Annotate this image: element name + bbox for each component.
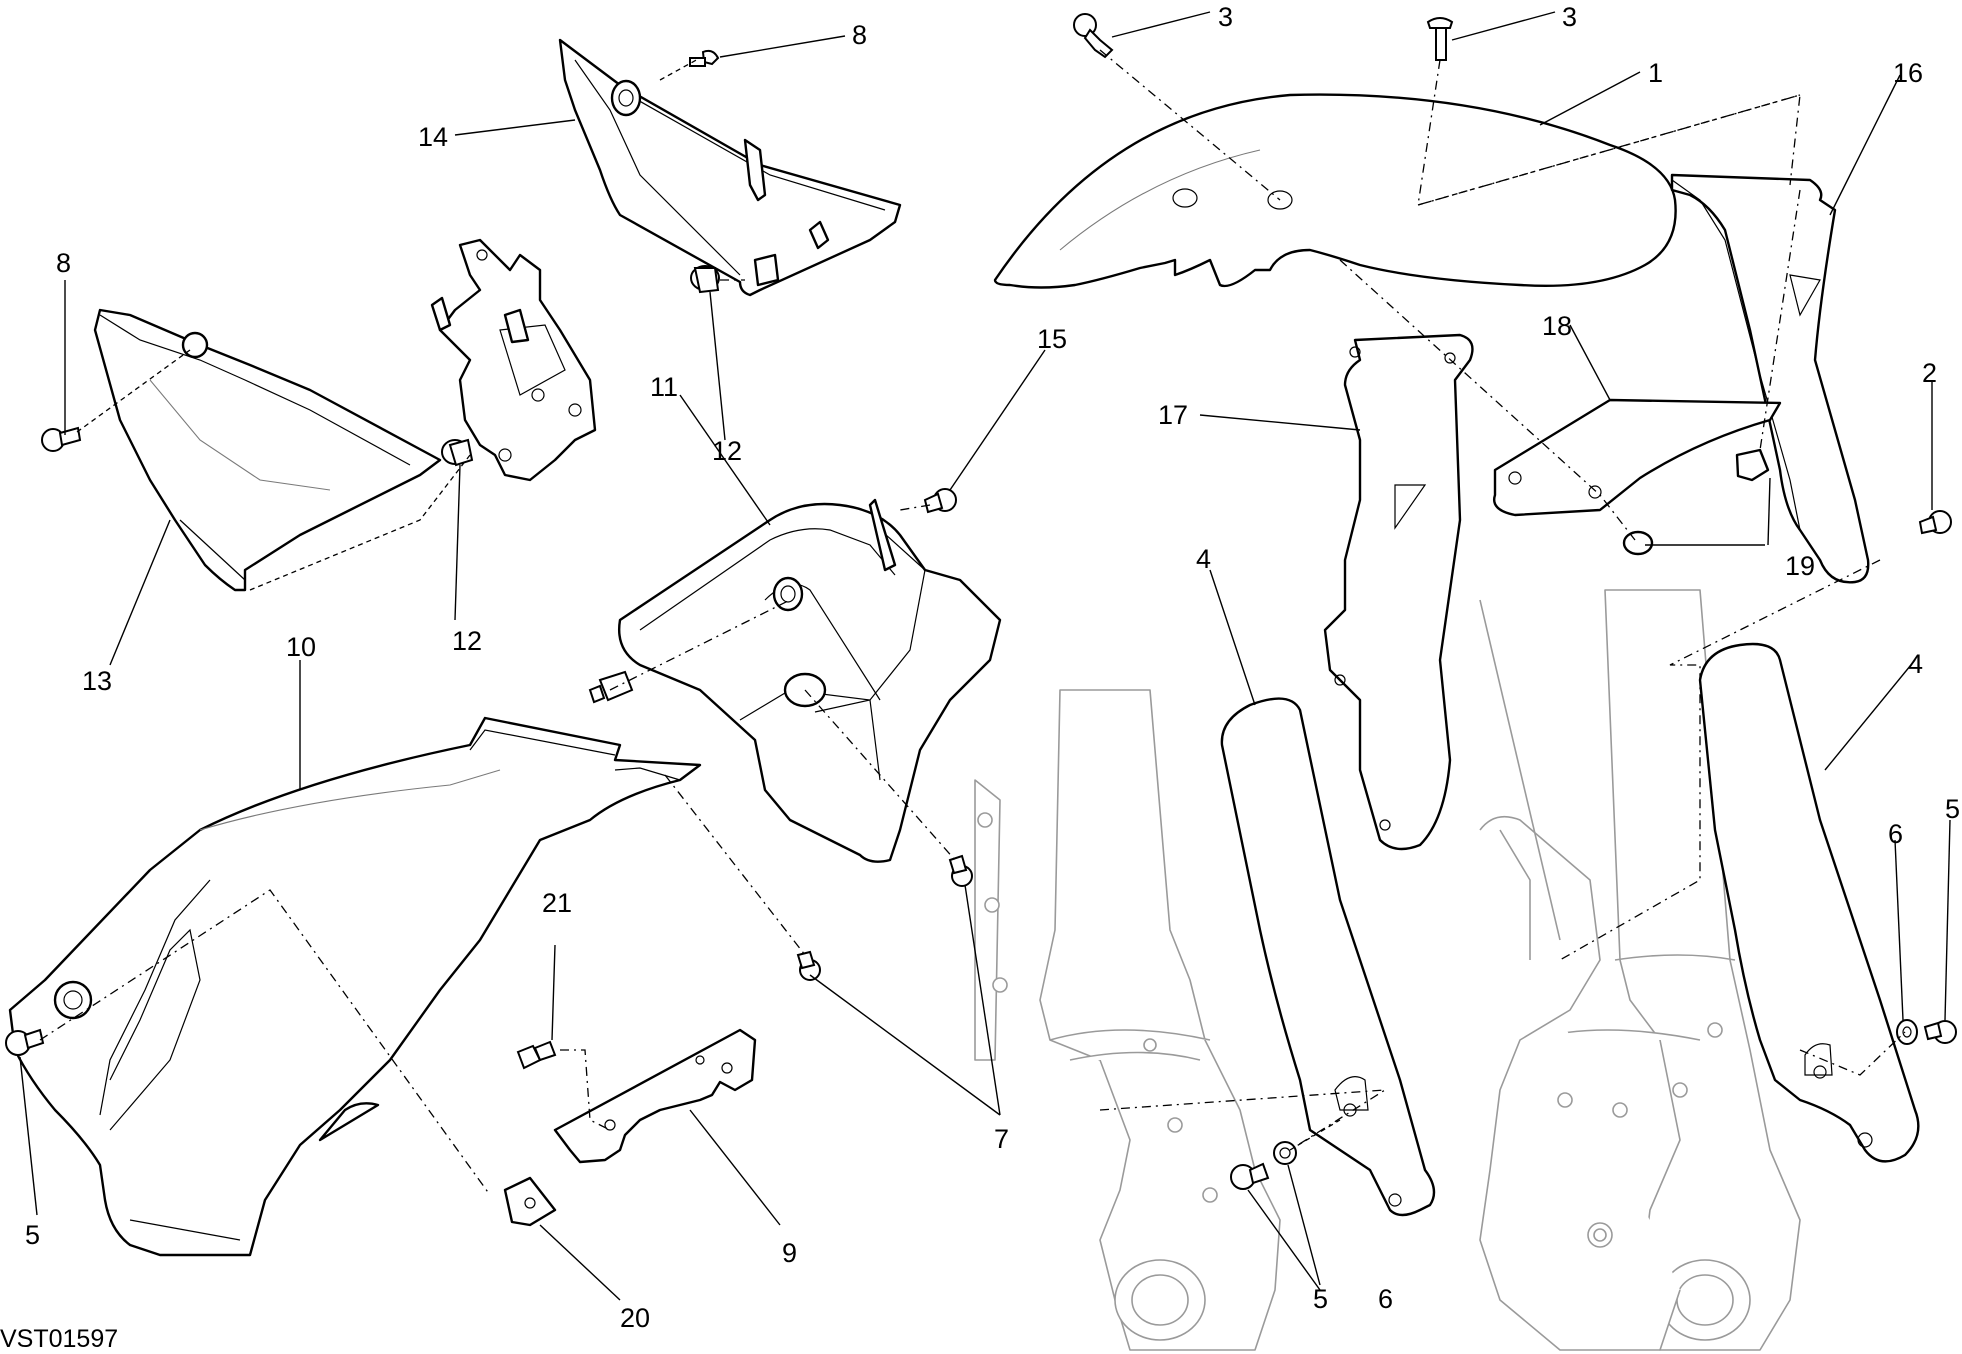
callout-3a: 3 [1218, 2, 1233, 32]
callout-7: 7 [994, 1124, 1009, 1154]
screw-8-left [41, 426, 82, 452]
callout-12a: 12 [712, 436, 742, 466]
callout-16: 16 [1893, 58, 1923, 88]
mudguard-bracket-right [1670, 173, 1870, 584]
callout-17: 17 [1158, 400, 1188, 430]
screw-21 [516, 1040, 557, 1070]
screw-3-left [1073, 13, 1114, 59]
callout-5c: 5 [1945, 794, 1960, 824]
side-fairing-panel [8, 716, 702, 1257]
screw-15 [923, 488, 957, 514]
mounting-bracket [430, 238, 597, 482]
callout-4b: 4 [1908, 649, 1923, 679]
callout-labels: 1 2 3 3 4 4 5 5 5 6 6 7 8 8 9 10 11 12 1… [25, 2, 1960, 1333]
callout-13: 13 [82, 666, 112, 696]
bushing-12-mid [441, 438, 474, 467]
screw-7-upper [948, 854, 973, 887]
callout-9: 9 [782, 1238, 797, 1268]
callout-20: 20 [620, 1303, 650, 1333]
callout-4a: 4 [1196, 544, 1211, 574]
fork-guard-left [1220, 697, 1436, 1217]
bushing-12-top [690, 265, 720, 294]
callout-2: 2 [1922, 358, 1937, 388]
mudguard-bracket-left [1323, 333, 1474, 851]
callout-21: 21 [542, 888, 572, 918]
screw-2 [1918, 510, 1952, 535]
callout-5a: 5 [25, 1220, 40, 1250]
fasteners [5, 13, 1957, 1190]
leader-lines [19, 11, 1951, 1301]
screw-3-right [1426, 17, 1454, 61]
callout-14: 14 [418, 122, 448, 152]
assembly-lines [39, 49, 1906, 1196]
fork-guard-right [1698, 642, 1920, 1163]
callout-12b: 12 [452, 626, 482, 656]
mudguard-mounting-plate [1493, 398, 1782, 517]
side-panel [93, 308, 442, 592]
callout-1: 1 [1648, 58, 1663, 88]
callout-15: 15 [1037, 324, 1067, 354]
callout-19: 19 [1785, 551, 1815, 581]
screw-5-center [1230, 1162, 1270, 1190]
fork-leg-right-ghost [1479, 589, 1801, 1351]
screw-5-left [5, 1028, 45, 1056]
callout-18: 18 [1542, 311, 1572, 341]
callout-3b: 3 [1562, 2, 1577, 32]
callout-8a: 8 [852, 20, 867, 50]
nut-pair [1622, 448, 1770, 556]
screw-7-lower [796, 950, 821, 981]
drawing-code: VST01597 [0, 1325, 118, 1353]
spacer-duct [588, 670, 634, 704]
air-duct-cover [618, 498, 1002, 863]
washer-6-right [1896, 1019, 1918, 1045]
front-mudguard [993, 93, 1677, 289]
callout-5b: 5 [1313, 1284, 1328, 1314]
callout-8b: 8 [56, 248, 71, 278]
screw-5-right [1923, 1020, 1957, 1044]
callout-10: 10 [286, 632, 316, 662]
screw-8-top [689, 49, 720, 67]
small-bracket [553, 1028, 757, 1164]
washer-6-center [1273, 1141, 1297, 1165]
callout-11: 11 [650, 372, 678, 402]
callout-6b: 6 [1888, 819, 1903, 849]
upper-trim-cover [558, 38, 902, 297]
clip-nut [503, 1176, 557, 1227]
callout-6a: 6 [1378, 1284, 1393, 1314]
